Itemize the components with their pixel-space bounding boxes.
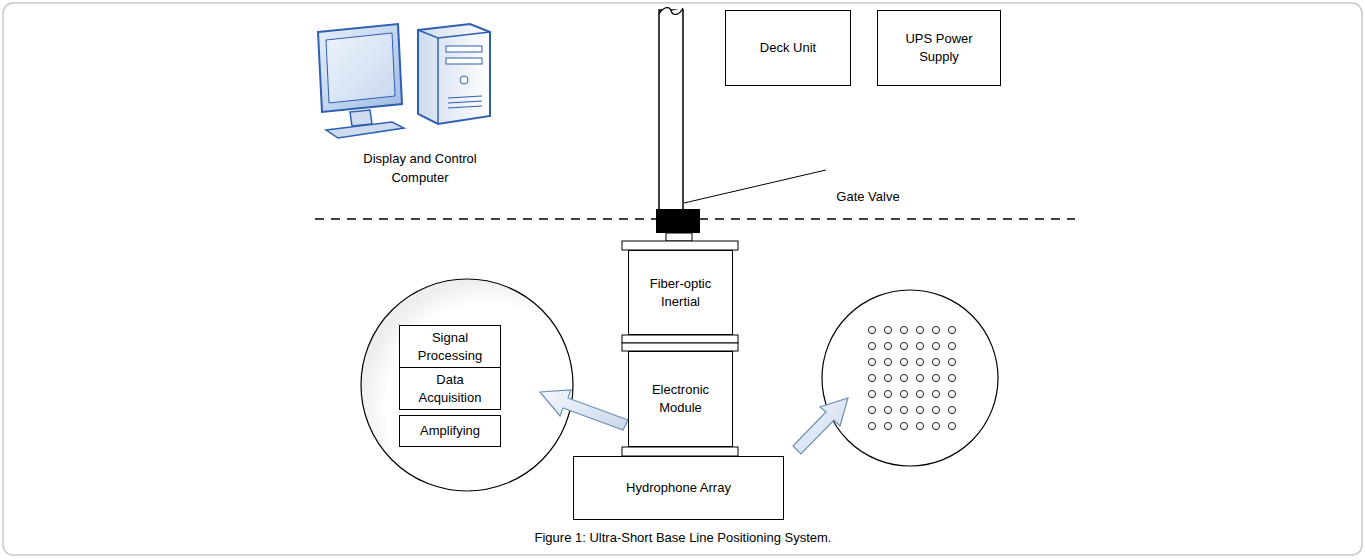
box-label: Hydrophone Array	[626, 479, 731, 497]
frame	[3, 3, 1362, 555]
valve-collar	[666, 233, 692, 241]
leader-line	[684, 170, 826, 203]
computer-icon	[318, 24, 490, 138]
hydrophone-elements	[868, 326, 955, 429]
box-label: UPS Power Supply	[884, 30, 994, 65]
array-circle	[822, 290, 998, 466]
box-label: Amplifying	[420, 422, 480, 440]
box-label: Fiber-optic Inertial	[635, 275, 726, 310]
box-label: Deck Unit	[760, 39, 816, 57]
callout-arrow	[540, 390, 628, 430]
process-box: Amplifying	[399, 415, 501, 447]
figure-caption: Figure 1: Ultra-Short Base Line Position…	[535, 530, 832, 545]
process-box: Signal Processing	[399, 325, 501, 368]
box-label: Signal Processing	[406, 329, 494, 364]
power-supply-box: UPS Power Supply	[877, 10, 1001, 86]
part-label: Gate Valve	[828, 188, 908, 207]
flange	[622, 335, 738, 343]
computer-label: Display and Control Computer	[345, 150, 495, 188]
mounting-pole	[659, 10, 683, 212]
gate-valve	[656, 209, 700, 233]
callout-arrow	[793, 398, 848, 454]
module-box: Fiber-optic Inertial	[628, 250, 733, 335]
deck-unit-box: Deck Unit	[725, 10, 851, 86]
flange	[622, 343, 738, 351]
box-label: Data Acquisition	[406, 371, 494, 406]
pole-break	[659, 8, 683, 15]
flange	[622, 447, 738, 456]
flange	[622, 241, 738, 250]
array-box: Hydrophone Array	[573, 456, 784, 520]
callout-circle	[361, 279, 573, 491]
box-label: Electronic Module	[635, 381, 726, 416]
module-box: Electronic Module	[628, 351, 733, 447]
process-box: Data Acquisition	[399, 367, 501, 410]
